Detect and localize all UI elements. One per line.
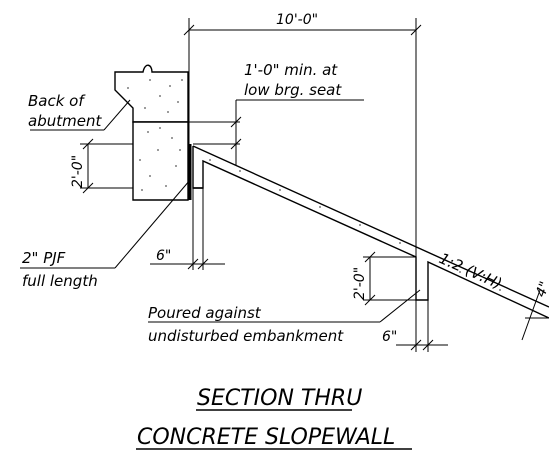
poured-note-line1: Poured against	[148, 304, 262, 322]
pjf-note-line1: 2" PJF	[22, 249, 66, 267]
back-of-abutment-line2: abutment	[28, 112, 102, 130]
poured-note-line2: undisturbed embankment	[148, 327, 344, 345]
seat-note-line1: 1'-0" min. at	[244, 61, 338, 79]
back-of-abutment-line1: Back of	[28, 92, 86, 110]
seat-note-line2: low brg. seat	[244, 81, 342, 99]
dimension-lines	[80, 18, 549, 352]
abutment-stipple	[127, 79, 183, 191]
toe-offset-dim: 6"	[382, 329, 397, 345]
leader-lines	[20, 99, 421, 323]
abutment-backwall	[114, 64, 189, 123]
toe-depth-dim: 2'-0"	[352, 267, 368, 300]
joint-offset-dim: 6"	[156, 248, 171, 264]
abutment-seat-block	[132, 121, 189, 201]
pjf-note-line2: full length	[22, 272, 98, 290]
slab-top-toe	[192, 146, 549, 319]
slab-stipple	[209, 159, 501, 291]
title-line1: SECTION THRU	[197, 386, 362, 411]
slab-thickness-dim: 4"	[533, 279, 549, 299]
overall-width-dim: 10'-0"	[276, 12, 318, 28]
abutment	[114, 64, 189, 201]
title-line2: CONCRETE SLOPEWALL	[137, 425, 395, 450]
abutment-depth-dim: 2'-0"	[70, 155, 86, 188]
slab-top-surface	[192, 145, 549, 308]
